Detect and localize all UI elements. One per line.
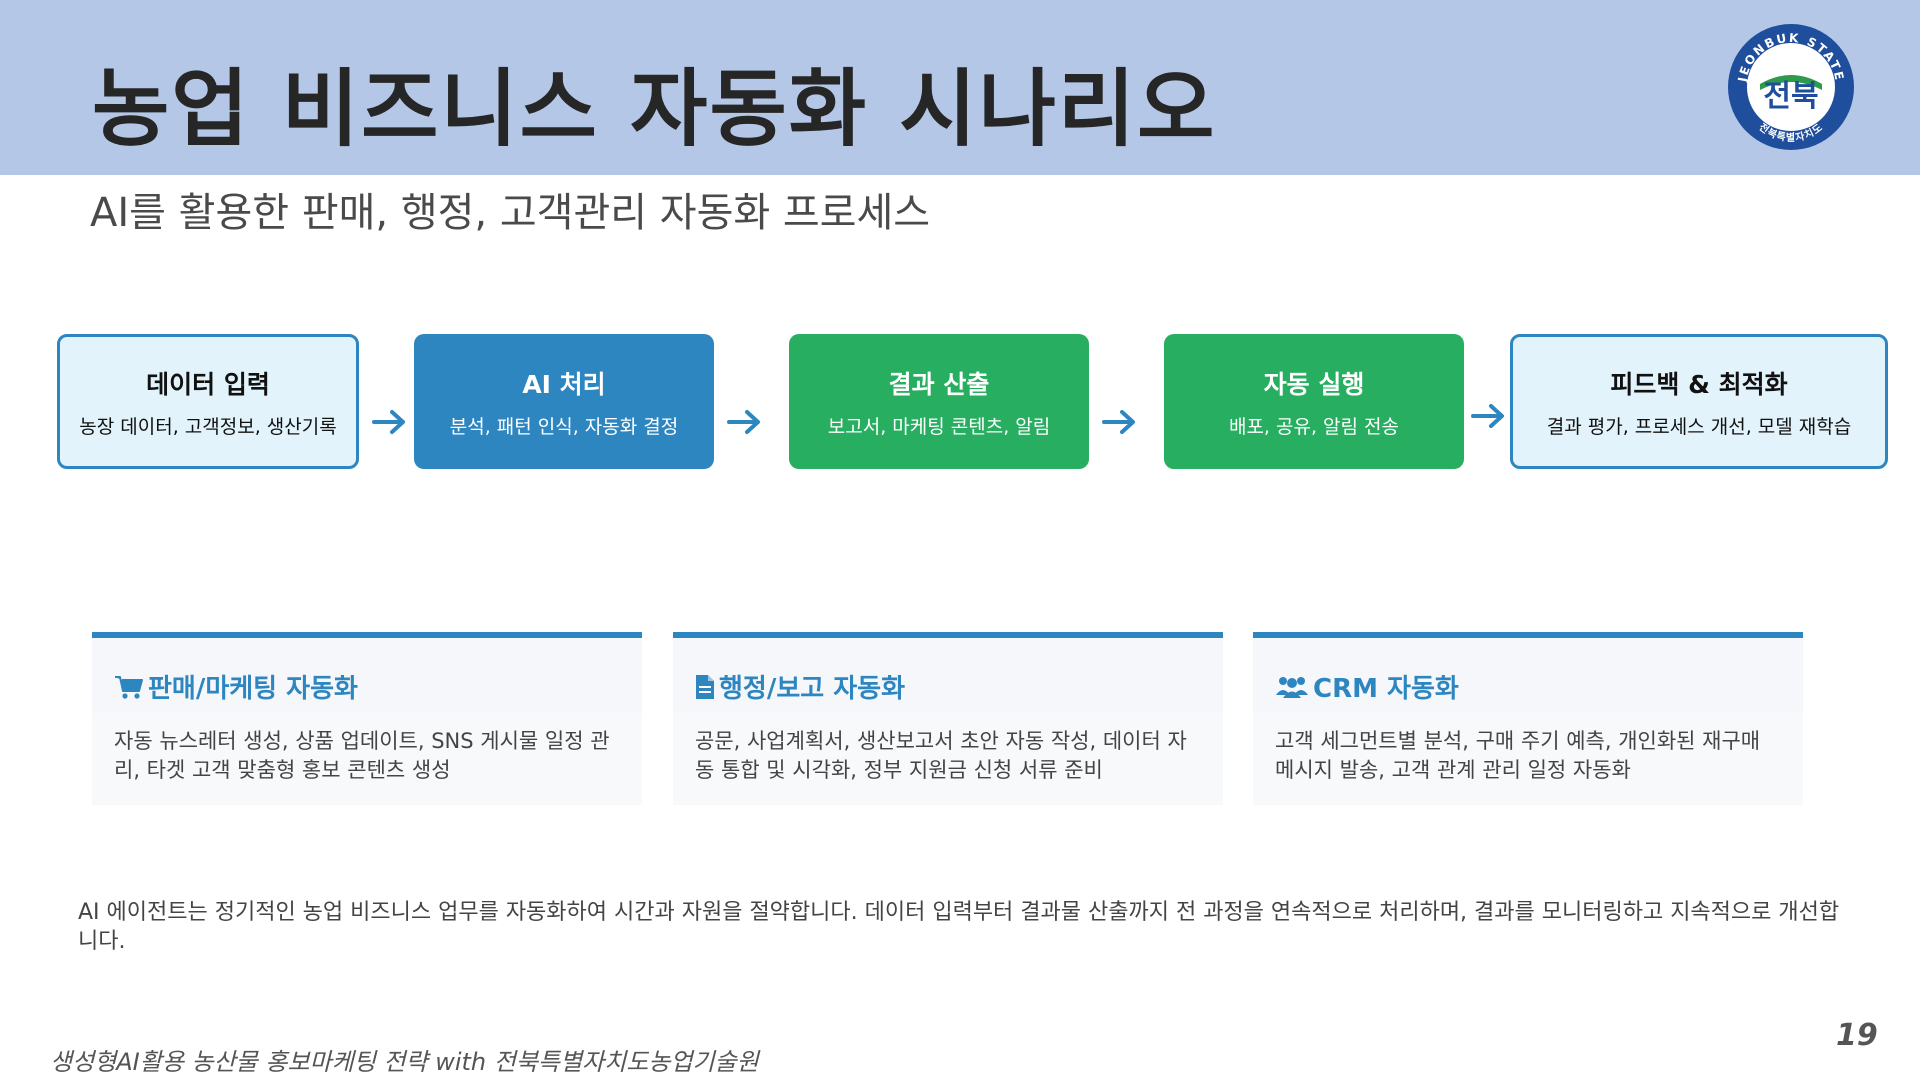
flow-step-title: 피드백 & 최적화 (1610, 369, 1788, 399)
flow-step-ai-processing: AI 처리 분석, 패턴 인식, 자동화 결정 (414, 334, 714, 469)
flow-step-title: 자동 실행 (1263, 369, 1365, 399)
flow-step-title: AI 처리 (522, 369, 606, 399)
flow-step-title: 결과 산출 (888, 369, 990, 399)
flow-step-feedback-optimization: 피드백 & 최적화 결과 평가, 프로세스 개선, 모델 재학습 (1510, 334, 1888, 469)
flow-step-desc: 결과 평가, 프로세스 개선, 모델 재학습 (1546, 415, 1852, 438)
flow-step-result-output: 결과 산출 보고서, 마케팅 콘텐츠, 알림 (789, 334, 1089, 469)
footer-text: 생성형AI활용 농산물 홍보마케팅 전략 with 전북특별자치도농업기술원 (50, 1048, 759, 1076)
cart-icon (115, 675, 143, 699)
card-title: 행정/보고 자동화 (719, 674, 905, 704)
card-crm: CRM 자동화 고객 세그먼트별 분석, 구매 주기 예측, 개인화된 재구매 … (1253, 632, 1803, 805)
card-admin-report: 행정/보고 자동화 공문, 사업계획서, 생산보고서 초안 자동 작성, 데이터… (673, 632, 1223, 805)
page-number: 19 (1836, 1018, 1878, 1053)
page-subtitle: AI를 활용한 판매, 행정, 고객관리 자동화 프로세스 (90, 190, 931, 236)
flow-step-desc: 농장 데이터, 고객정보, 생산기록 (79, 415, 337, 438)
arrow-right-icon (1471, 404, 1504, 428)
flow-step-data-input: 데이터 입력 농장 데이터, 고객정보, 생산기록 (57, 334, 359, 469)
page-title: 농업 비즈니스 자동화 시나리오 (92, 60, 1217, 158)
summary-text: AI 에이전트는 정기적인 농업 비즈니스 업무를 자동화하여 시간과 자원을 … (78, 900, 1840, 954)
card-body: 자동 뉴스레터 생성, 상품 업데이트, SNS 게시물 일정 관리, 타겟 고… (92, 713, 642, 805)
flow-step-title: 데이터 입력 (146, 369, 270, 399)
flow-step-desc: 보고서, 마케팅 콘텐츠, 알림 (827, 415, 1051, 438)
card-title: CRM 자동화 (1313, 674, 1459, 704)
document-icon (696, 674, 714, 699)
jeonbuk-logo: JEONBUK STATE 전북특별자치도 전북 (1728, 24, 1854, 150)
logo-main-text: 전북 (1763, 79, 1818, 114)
flow-step-desc: 배포, 공유, 알림 전송 (1228, 415, 1400, 438)
card-body: 공문, 사업계획서, 생산보고서 초안 자동 작성, 데이터 자동 통합 및 시… (673, 713, 1223, 805)
card-sales-marketing: 판매/마케팅 자동화 자동 뉴스레터 생성, 상품 업데이트, SNS 게시물 … (92, 632, 642, 805)
arrow-right-icon (727, 410, 760, 434)
card-body: 고객 세그먼트별 분석, 구매 주기 예측, 개인화된 재구매 메시지 발송, … (1253, 713, 1803, 805)
card-title: 판매/마케팅 자동화 (148, 674, 358, 704)
flow-step-auto-execution: 자동 실행 배포, 공유, 알림 전송 (1164, 334, 1464, 469)
arrow-right-icon (1102, 410, 1135, 434)
users-icon (1276, 676, 1308, 698)
header-bar: 농업 비즈니스 자동화 시나리오 JEONBUK STATE 전북특별자치도 전… (0, 0, 1920, 175)
arrow-right-icon (372, 410, 405, 434)
flow-step-desc: 분석, 패턴 인식, 자동화 결정 (449, 415, 679, 438)
